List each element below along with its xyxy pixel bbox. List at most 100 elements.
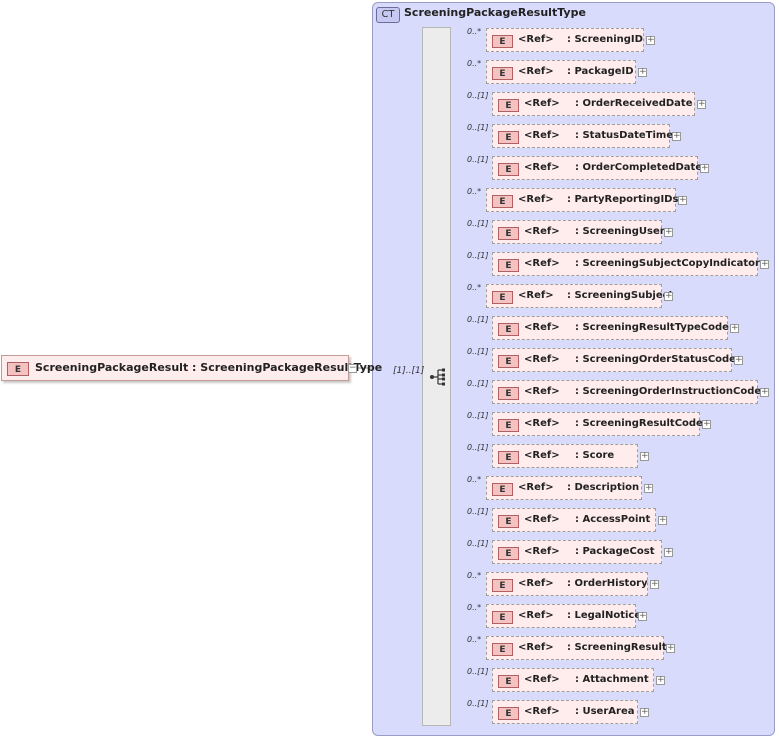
child-element[interactable]: E<Ref>: AccessPoint	[492, 508, 656, 532]
expand-icon[interactable]: +	[678, 195, 687, 205]
child-ref-label: <Ref>	[524, 514, 560, 525]
element-badge: E	[498, 451, 519, 464]
child-element[interactable]: E<Ref>: StatusDateTime	[492, 124, 673, 148]
child-ref-label: <Ref>	[518, 34, 554, 45]
expand-icon[interactable]: +	[697, 99, 706, 109]
child-element[interactable]: E<Ref>: ScreeningResultCode	[492, 412, 703, 436]
element-badge: E	[492, 291, 513, 304]
expand-icon[interactable]: +	[664, 547, 673, 557]
child-element[interactable]: E<Ref>: PackageCost	[492, 540, 662, 564]
child-element[interactable]: E <Ref> : Description	[486, 476, 642, 500]
child-element-name: : PartyReportingIDs	[567, 194, 679, 205]
child-ref-label: <Ref>	[518, 642, 554, 653]
expand-icon[interactable]: +	[664, 227, 673, 237]
child-element[interactable]: E<Ref>: ScreeningSubjectCopyIndicator	[492, 252, 760, 276]
expand-icon[interactable]: +	[638, 611, 647, 621]
expand-icon[interactable]: +	[664, 291, 673, 301]
child-ref-label: <Ref>	[524, 226, 560, 237]
child-element[interactable]: E<Ref>: ScreeningID	[486, 28, 644, 52]
expand-icon[interactable]: +	[760, 259, 769, 269]
child-element-name: : ScreeningResultTypeCode	[575, 322, 729, 333]
child-ref-label: <Ref>	[518, 66, 554, 77]
element-badge: E	[498, 131, 519, 144]
child-ref-label: <Ref>	[524, 258, 560, 269]
child-cardinality: 0..[1]	[467, 91, 489, 100]
expand-icon[interactable]: +	[760, 387, 769, 397]
child-element-name: : ScreeningSubject	[567, 290, 674, 301]
child-element[interactable]: E <Ref> : OrderReceivedDate	[492, 92, 695, 116]
child-element[interactable]: E<Ref>: LegalNotice	[486, 604, 641, 628]
child-element[interactable]: E<Ref>: UserArea	[492, 700, 638, 724]
child-cardinality: 0..[1]	[467, 347, 489, 356]
expand-icon[interactable]: +	[734, 355, 743, 365]
child-element[interactable]: E<Ref>: ScreeningResultTypeCode	[492, 316, 729, 340]
child-element[interactable]: E<Ref>: Attachment	[492, 668, 654, 692]
element-badge: E	[498, 99, 519, 112]
child-cardinality: 0..[1]	[467, 379, 489, 388]
child-ref-label: <Ref>	[524, 322, 560, 333]
element-badge: E	[498, 387, 519, 400]
expand-icon[interactable]: +	[656, 675, 665, 685]
child-element-name: : ScreeningOrderStatusCode	[575, 354, 736, 365]
child-cardinality: 0..[1]	[467, 443, 489, 452]
element-badge: E	[492, 35, 513, 48]
element-badge: E	[492, 483, 513, 496]
child-element-name: : OrderReceivedDate	[575, 98, 693, 109]
expand-icon[interactable]: +	[700, 163, 709, 173]
child-element-name: : Description	[567, 482, 640, 493]
child-element[interactable]: E<Ref>: PartyReportingIDs	[486, 188, 679, 212]
child-element[interactable]: E<Ref>: ScreeningOrderStatusCode	[492, 348, 736, 372]
child-element[interactable]: E<Ref>: ScreeningUser	[492, 220, 665, 244]
child-element[interactable]: E<Ref>: ScreeningSubject	[486, 284, 673, 308]
expand-icon[interactable]: +	[666, 643, 675, 653]
child-ref-label: <Ref>	[524, 98, 560, 109]
expand-icon[interactable]: +	[640, 707, 649, 717]
child-ref-label: <Ref>	[518, 578, 554, 589]
expand-icon[interactable]: +	[646, 35, 655, 45]
child-cardinality: 0..[1]	[467, 251, 489, 260]
child-cardinality: 0..*	[467, 475, 482, 484]
child-ref-label: <Ref>	[518, 482, 554, 493]
expand-icon[interactable]: +	[658, 515, 667, 525]
child-element[interactable]: E<Ref>: OrderCompletedDate	[492, 156, 702, 180]
child-cardinality: 0..[1]	[467, 507, 489, 516]
expand-icon[interactable]: +	[702, 419, 711, 429]
child-cardinality: 0..*	[467, 635, 482, 644]
child-cardinality: 0..[1]	[467, 411, 489, 420]
child-element-name: : ScreeningSubjectCopyIndicator	[575, 258, 760, 269]
child-element[interactable]: E<Ref>: ScreeningResult	[486, 636, 667, 660]
child-element-name: : Score	[575, 450, 615, 461]
child-cardinality: 0..*	[467, 187, 482, 196]
child-element-name: : OrderHistory	[567, 578, 648, 589]
child-element[interactable]: E<Ref>: Score	[492, 444, 638, 468]
child-element[interactable]: E <Ref> : ScreeningOrderInstructionCode	[492, 380, 762, 404]
element-badge: E	[492, 643, 513, 656]
element-badge: E	[498, 419, 519, 432]
expand-icon[interactable]: +	[644, 483, 653, 493]
child-cardinality: 0..[1]	[467, 123, 489, 132]
expand-icon[interactable]: +	[672, 131, 681, 141]
child-element[interactable]: E<Ref>: PackageID	[486, 60, 636, 84]
element-badge: E	[498, 163, 519, 176]
expand-icon[interactable]: +	[638, 67, 647, 77]
complex-type-title: ScreeningPackageResultType	[404, 6, 586, 19]
child-ref-label: <Ref>	[524, 546, 560, 557]
element-badge: E	[492, 579, 513, 592]
child-element-name: : ScreeningOrderInstructionCode	[575, 386, 762, 397]
expand-icon[interactable]: +	[730, 323, 739, 333]
root-collapse-icon[interactable]: −	[348, 363, 357, 373]
element-badge: E	[492, 195, 513, 208]
child-element-name: : UserArea	[575, 706, 635, 717]
child-element-name: : PackageID	[567, 66, 634, 77]
root-element[interactable]: E ScreeningPackageResult : ScreeningPack…	[1, 355, 382, 381]
child-cardinality: 0..[1]	[467, 155, 489, 164]
child-cardinality: 0..[1]	[467, 219, 489, 228]
expand-icon[interactable]: +	[650, 579, 659, 589]
element-badge: E	[498, 675, 519, 688]
child-ref-label: <Ref>	[524, 386, 560, 397]
expand-icon[interactable]: +	[640, 451, 649, 461]
child-element[interactable]: E <Ref> : OrderHistory	[486, 572, 648, 596]
child-cardinality: 0..[1]	[467, 699, 489, 708]
element-badge: E	[498, 547, 519, 560]
child-cardinality: 0..*	[467, 571, 482, 580]
